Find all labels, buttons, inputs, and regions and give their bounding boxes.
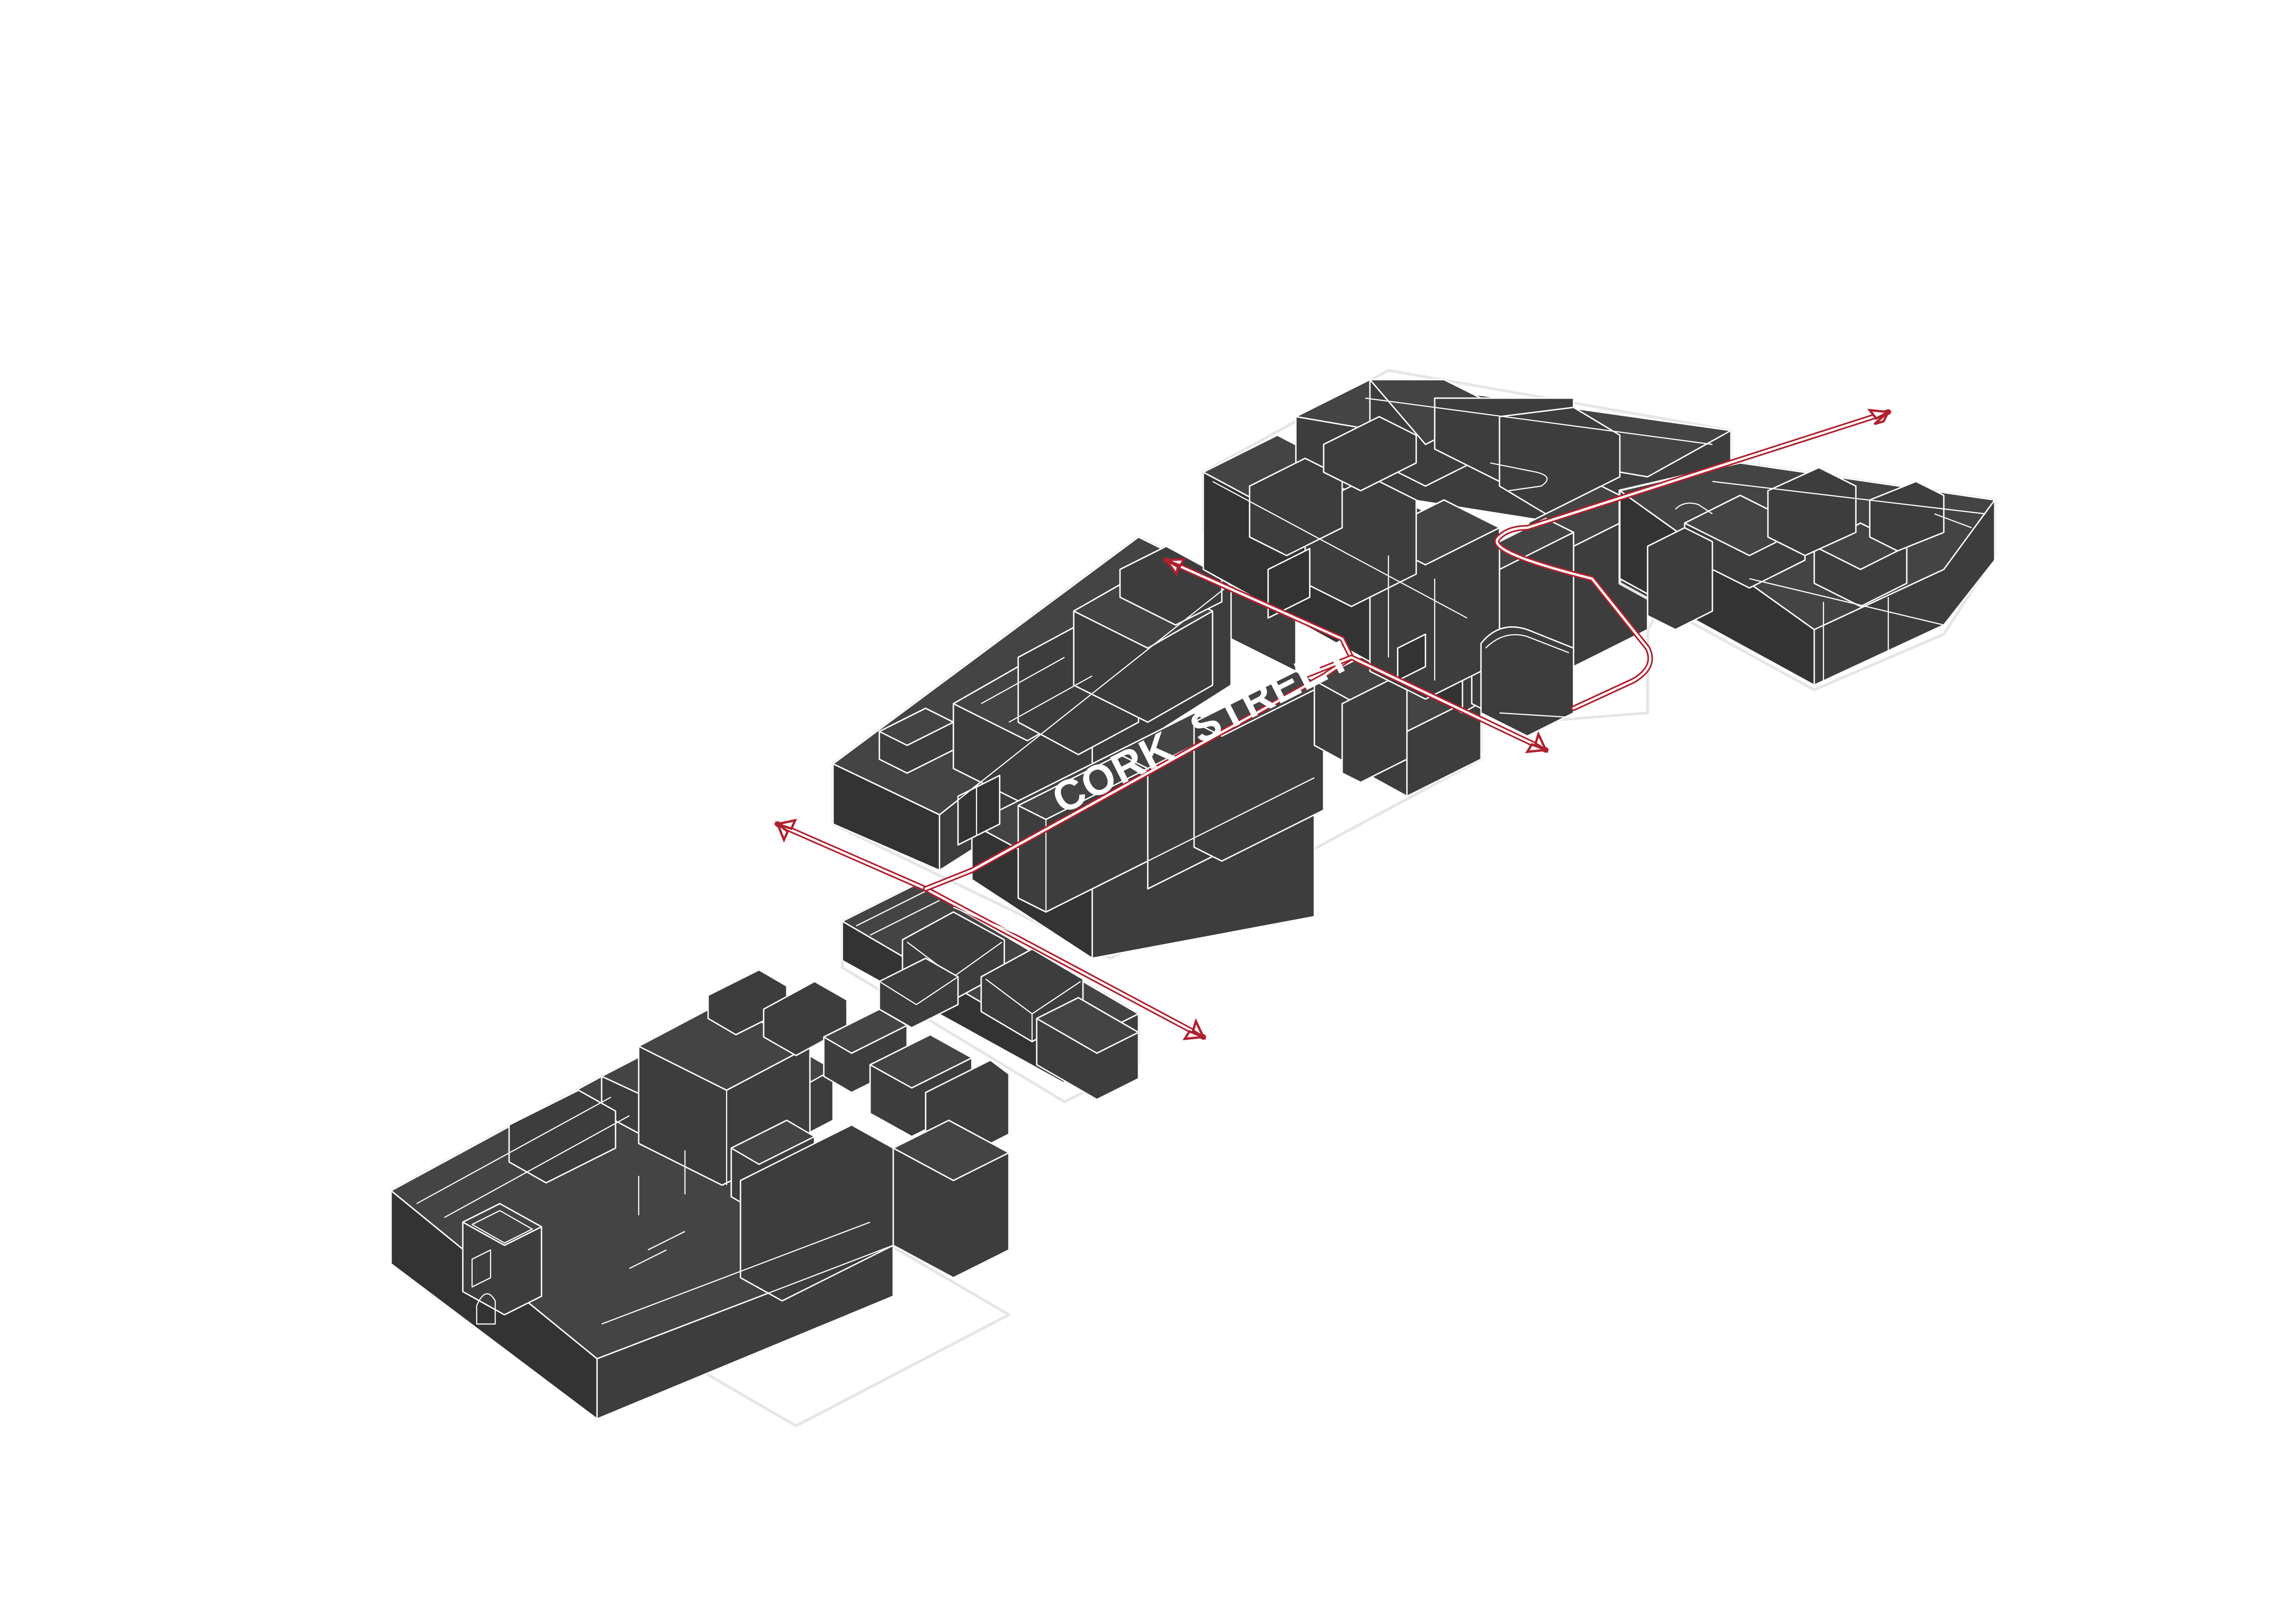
building-block-middle-lower: [841, 883, 1140, 1103]
route-cork-street-path: [923, 557, 1354, 892]
building-block-northeast: [1618, 462, 1996, 691]
route-arrow-northeast: [1494, 408, 1892, 711]
pedestrian-routes: [773, 408, 1892, 1040]
route-arrow-middle-east: [1302, 654, 1549, 753]
building-block-southwest: [390, 969, 1010, 1427]
